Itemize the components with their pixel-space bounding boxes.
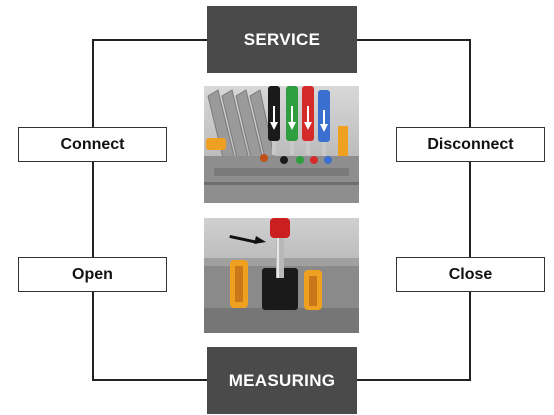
test-plugs-photo — [204, 86, 359, 203]
service-mode-box: SERVICE — [207, 6, 357, 73]
open-label: Open — [72, 265, 113, 283]
screwdriver-illustration — [204, 218, 359, 333]
disconnect-label-box: Disconnect — [396, 127, 545, 162]
connect-label-box: Connect — [18, 127, 167, 162]
close-label: Close — [448, 265, 493, 283]
measuring-mode-box: MEASURING — [207, 347, 357, 414]
connect-label: Connect — [60, 135, 125, 153]
test-plugs-illustration — [204, 86, 359, 203]
open-label-box: Open — [18, 257, 167, 292]
screwdriver-photo — [204, 218, 359, 333]
service-mode-label: SERVICE — [243, 29, 321, 49]
close-label-box: Close — [396, 257, 545, 292]
disconnect-label: Disconnect — [427, 135, 514, 153]
black-arrow-icon — [229, 235, 266, 244]
measuring-mode-label: MEASURING — [228, 370, 336, 390]
